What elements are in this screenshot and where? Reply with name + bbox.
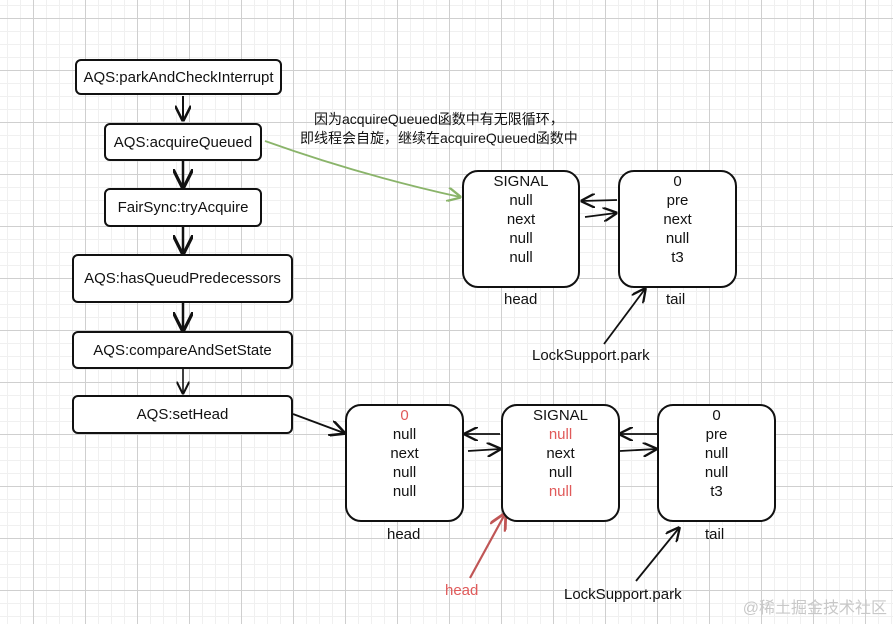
node-field: null bbox=[509, 249, 533, 266]
flow-box-cas: AQS:compareAndSetState bbox=[72, 331, 293, 369]
spin-note: 因为acquireQueued函数中有无限循环， 即线程会自旋，继续在acqui… bbox=[300, 110, 578, 148]
bottom-head-node: 0 null next null null bbox=[345, 404, 464, 522]
node-field: null bbox=[509, 230, 533, 247]
node-field: null bbox=[548, 483, 573, 500]
bottom-signal-node: SIGNAL null next null null bbox=[501, 404, 620, 522]
node-field: null bbox=[704, 464, 729, 481]
prev-link bbox=[582, 200, 618, 201]
park-pointer bbox=[603, 289, 645, 345]
bottom-park-label: LockSupport.park bbox=[564, 586, 682, 603]
node-field: next bbox=[390, 445, 419, 462]
node-field: null bbox=[392, 464, 417, 481]
next-link bbox=[584, 213, 616, 217]
bottom-tail-node: 0 pre null null t3 bbox=[657, 404, 776, 522]
new-head-label: head bbox=[445, 582, 479, 599]
sethead-arrow bbox=[292, 413, 344, 433]
flow-box-set-head: AQS:setHead bbox=[72, 395, 293, 434]
top-tail-caption: tail bbox=[666, 291, 686, 308]
flow-box-has-queued: AQS:hasQueudPredecessors bbox=[72, 254, 293, 303]
park-pointer bbox=[635, 528, 679, 582]
top-head-node: SIGNAL null next null null bbox=[462, 170, 580, 288]
top-tail-node: 0 pre next null t3 bbox=[618, 170, 737, 288]
node-field: next bbox=[506, 211, 536, 228]
node-field: null bbox=[392, 483, 417, 500]
bottom-head-caption: head bbox=[387, 526, 421, 543]
new-head-pointer bbox=[469, 514, 505, 579]
node-field: null bbox=[704, 445, 729, 462]
node-field: null bbox=[548, 464, 573, 481]
top-park-label: LockSupport.park bbox=[532, 347, 650, 364]
node-field: t3 bbox=[671, 249, 684, 266]
node-field: t3 bbox=[710, 483, 723, 500]
watermark: @稀土掘金技术社区 bbox=[742, 600, 887, 617]
node-field: null bbox=[548, 426, 573, 443]
top-head-caption: head bbox=[504, 291, 538, 308]
node-field: 0 bbox=[400, 407, 409, 424]
node-field: pre bbox=[666, 192, 689, 209]
flow-box-try-acquire: FairSync:tryAcquire bbox=[104, 188, 262, 227]
bottom-tail-caption: tail bbox=[705, 526, 725, 543]
note-arrow bbox=[264, 140, 460, 197]
node-field: 0 bbox=[712, 407, 721, 424]
node-field: pre bbox=[705, 426, 728, 443]
node-field: SIGNAL bbox=[493, 173, 549, 190]
flow-box-acquire-queued: AQS:acquireQueued bbox=[104, 123, 262, 161]
node-field: 0 bbox=[673, 173, 682, 190]
node-field: SIGNAL bbox=[532, 407, 589, 424]
node-field: next bbox=[546, 445, 575, 462]
node-field: next bbox=[663, 211, 692, 228]
node-field: null bbox=[392, 426, 417, 443]
note-line-2: 即线程会自旋，继续在acquireQueued函数中 bbox=[300, 130, 578, 146]
node-field: null bbox=[665, 230, 690, 247]
next-link bbox=[619, 449, 656, 451]
next-link bbox=[467, 449, 500, 451]
node-field: null bbox=[509, 192, 533, 209]
note-line-1: 因为acquireQueued函数中有无限循环， bbox=[314, 111, 564, 127]
flow-box-park: AQS:parkAndCheckInterrupt bbox=[75, 59, 282, 95]
